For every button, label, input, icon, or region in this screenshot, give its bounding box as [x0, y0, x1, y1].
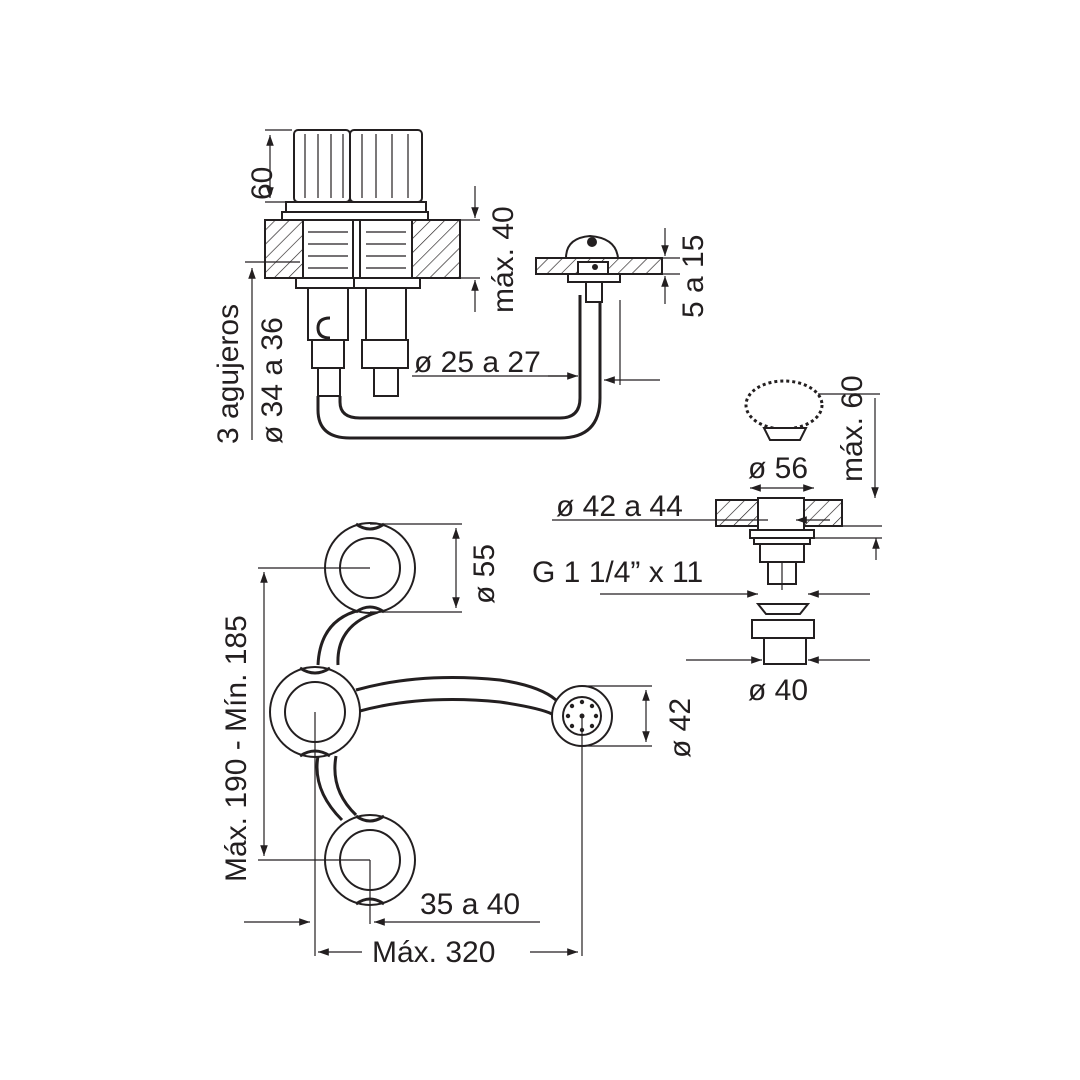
dim-thread: G 1 1/4” x 11: [532, 556, 703, 589]
holes-label-line1: 3 agujeros: [212, 304, 245, 444]
holes-label-line2: ø 34 a 36: [256, 317, 289, 444]
valve-body-left: [295, 219, 361, 397]
dim-dia-42: ø 42: [664, 698, 697, 758]
countertop-left: [264, 219, 304, 279]
connector-clip: [316, 316, 331, 340]
side-view-assembly: 60 máx. 40 5 a 15 3 agujeros ø 34 a 36 ø…: [212, 129, 710, 444]
dim-pipe-diameter: ø 25 a 27: [414, 346, 541, 379]
dim-max-60: máx. 60: [836, 375, 869, 482]
dim-max-40: máx. 40: [487, 206, 520, 313]
countertop-right: [411, 219, 461, 279]
spout-head: [564, 234, 621, 303]
plug-icon: [762, 427, 808, 441]
dim-60: 60: [246, 167, 279, 200]
valve-handle-right: [349, 129, 423, 203]
dim-5-a-15: 5 a 15: [677, 235, 710, 318]
plan-pipe-lower: [315, 755, 344, 822]
dim-35-a-40: 35 a 40: [420, 888, 520, 921]
drain-detail: máx. 60 ø 56 ø 42 a 44 G 1 1/4” x 11 ø 4…: [532, 375, 882, 707]
plan-view: ø 55 Máx. 190 - Mín. 185 ø 42 35 a 40 Má…: [220, 522, 697, 969]
dim-max-min: Máx. 190 - Mín. 185: [220, 615, 253, 882]
plan-pipe-upper: [316, 608, 361, 666]
dim-dia-55: ø 55: [468, 544, 501, 604]
dim-dia-40: ø 40: [748, 674, 808, 707]
dim-dia-42-44: ø 42 a 44: [556, 490, 683, 523]
flexible-pipe: [316, 295, 602, 440]
dim-dia-56: ø 56: [748, 452, 808, 485]
valve-handle-left: [293, 129, 351, 203]
valve-body-right: [353, 219, 421, 397]
dim-max-320: Máx. 320: [372, 936, 495, 969]
plan-pipe-spout: [355, 676, 557, 702]
chain-icon: [744, 379, 824, 431]
